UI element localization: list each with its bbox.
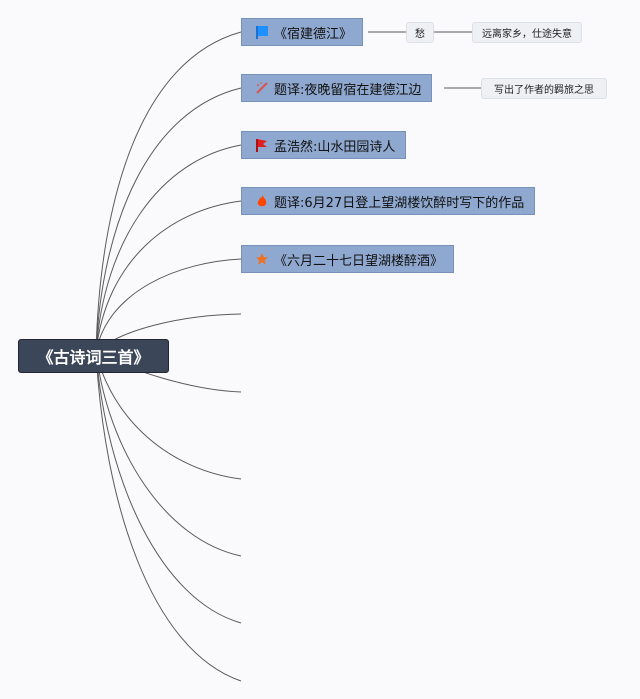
branch-node-2[interactable]: 题译:夜晚留宿在建德江边 [241,74,433,102]
branch-node-1-label: 《宿建德江》 [274,26,353,42]
branch-node-2-label: 题译:夜晚留宿在建德江边 [274,82,422,98]
root-topic[interactable]: 《古诗词三首》 [18,339,169,373]
branch-node-5[interactable]: 《六月二十七日望湖楼醉酒》 [241,245,455,273]
sub-node-1-label: 愁 [415,29,425,40]
connector-empty-5 [95,351,242,624]
red-flag-icon [254,137,270,153]
blue-flag-icon [254,24,270,40]
connector-branch-4 [95,200,242,353]
pencil-icon [254,80,270,96]
sub-node-2-label: 写出了作者的羁旅之思 [494,85,594,96]
connector-branch-1 [95,31,242,353]
branch-node-3[interactable]: 孟浩然:山水田园诗人 [241,131,407,159]
branch-node-4[interactable]: 题译:6月27日登上望湖楼饮醉时写下的作品 [241,187,536,215]
connector-branch-2 [95,87,242,353]
connector-empty-4 [95,351,242,557]
connector-branch-3 [95,144,242,353]
star-icon [254,251,270,267]
sub-node-1[interactable]: 愁 [406,22,434,43]
sub-node-2[interactable]: 写出了作者的羁旅之思 [481,78,607,99]
sub-node-1-1-label: 远离家乡，仕途失意 [482,29,572,40]
branch-node-3-label: 孟浩然:山水田园诗人 [274,139,396,155]
connector-branch-5 [95,258,242,353]
connector-empty-3 [95,351,242,480]
branch-node-5-label: 《六月二十七日望湖楼醉酒》 [274,253,444,269]
root-topic-label: 《古诗词三首》 [37,348,150,367]
branch-node-1[interactable]: 《宿建德江》 [241,18,364,46]
branch-node-4-label: 题译:6月27日登上望湖楼饮醉时写下的作品 [274,195,525,211]
sub-node-1-1[interactable]: 远离家乡，仕途失意 [472,22,582,43]
connector-empty-6 [95,351,242,682]
fire-icon [254,193,270,209]
